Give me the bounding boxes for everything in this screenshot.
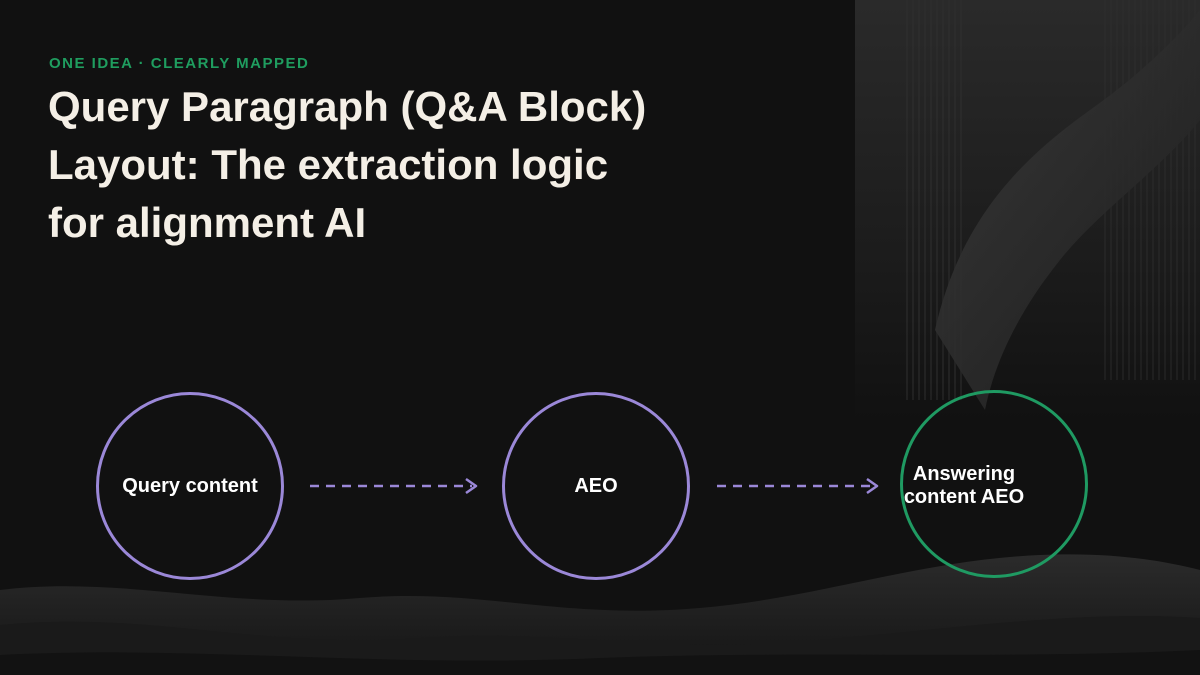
flow-node-aeo: AEO (502, 392, 690, 580)
flow-node-answering-content: Answering content AEO (900, 390, 1088, 578)
flow-node-label: Query content (122, 474, 258, 497)
flow-node-query-content: Query content (96, 392, 284, 580)
title-line-3: for alignment AI (48, 199, 367, 246)
arrow-connector-2 (717, 477, 879, 495)
flow-node-label-line-2: content AEO (903, 486, 1025, 508)
flow-node-label-line-1: Answering (912, 463, 1016, 485)
title-line-1: Query Paragraph (Q&A Block) (48, 83, 647, 130)
flow-node-label-multiline: Answering content AEO (899, 463, 1029, 509)
flow-node-label: AEO (574, 474, 618, 497)
arrow-connector-1 (310, 477, 478, 495)
kicker-label: ONE IDEA · CLEARLY MAPPED (49, 55, 310, 72)
title-line-2: Layout: The extraction logic (48, 141, 609, 188)
page-title: Query Paragraph (Q&A Block) Layout: The … (48, 78, 808, 252)
